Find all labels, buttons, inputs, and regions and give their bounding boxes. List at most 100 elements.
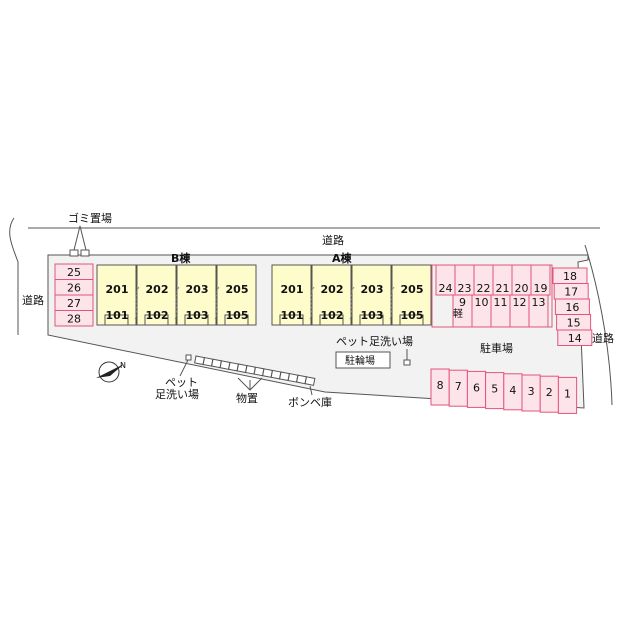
road-right-line [584, 244, 613, 406]
building-a-label: A棟 [332, 251, 353, 265]
parking-number: 28 [67, 312, 81, 325]
stair-line [174, 286, 180, 320]
parking-number: 7 [455, 380, 462, 393]
entrance-mark [319, 314, 344, 325]
unit-number-upper: 202 [146, 283, 169, 296]
storage-unit [262, 368, 273, 378]
pet-wash-left-leader [179, 359, 189, 377]
storage-label: 物置 [236, 391, 258, 405]
parking-number: 22 [477, 282, 491, 295]
kei-label: 軽 [453, 308, 463, 320]
unit-number-lower: 102 [321, 309, 344, 322]
parking-left-group: 25 26 27 28 [54, 263, 94, 327]
storage-unit [236, 363, 248, 374]
storage-unit [304, 376, 316, 386]
parking-space [528, 294, 549, 328]
unit-number-upper: 205 [226, 283, 249, 296]
storage-unit [211, 358, 222, 369]
entrance-mark [359, 314, 384, 325]
stair-line [349, 286, 355, 320]
stair-line [389, 286, 395, 320]
entrance-mark [184, 314, 209, 325]
storage-unit [245, 365, 256, 375]
storage-unit [270, 369, 282, 380]
north-arrow-icon: N [96, 361, 126, 383]
storage-unit [228, 361, 239, 372]
unit-number-upper: 201 [281, 283, 304, 296]
road-label-left: 道路 [22, 293, 44, 307]
parking-label: 駐車場 [480, 341, 513, 355]
garbage-label: ゴミ置場 [68, 211, 112, 225]
garbage-leader [73, 225, 87, 251]
bicycle-label: 駐輪場 [345, 354, 375, 367]
parking-number: 1 [564, 387, 571, 400]
unit-number-lower: 103 [361, 309, 384, 322]
parking-number: 11 [494, 296, 508, 309]
parking-number: 20 [515, 282, 529, 295]
garbage-box-2 [80, 249, 90, 257]
parking-number: 21 [496, 282, 510, 295]
parking-number: 27 [67, 297, 81, 310]
parking-space [557, 376, 578, 414]
gas-label: ボンベ庫 [288, 395, 332, 409]
pet-wash-right-marker [403, 359, 411, 366]
parking-number: 5 [491, 383, 498, 396]
parking-grid-group: 24 23 22 21 20 19 9 10 11 12 13 [431, 264, 553, 328]
parking-number: 19 [534, 282, 548, 295]
unit-number-lower: 103 [186, 309, 209, 322]
building-b-label: B棟 [171, 251, 191, 265]
parking-number: 16 [565, 301, 579, 314]
unit-number-upper: 201 [106, 283, 129, 296]
parking-number: 9 [459, 296, 466, 309]
parking-number: 25 [67, 266, 81, 279]
garbage-box-1 [69, 249, 79, 257]
bicycle-parking [335, 351, 391, 369]
entrance-mark [279, 314, 304, 325]
entrance-mark [104, 314, 129, 325]
unit-number-lower: 101 [106, 309, 129, 322]
parking-number: 8 [437, 379, 444, 392]
storage-unit [287, 373, 299, 383]
parking-number: 3 [528, 385, 535, 398]
pet-wash-left-marker [185, 354, 192, 361]
road-label-right: 道路 [592, 331, 614, 345]
road-left-curve [9, 217, 19, 335]
pet-wash-left-label-2: 足洗い場 [155, 388, 199, 401]
pet-wash-right-label: ペット足洗い場 [336, 335, 413, 348]
stair-line [134, 286, 140, 320]
unit-number-lower: 105 [401, 309, 424, 322]
parking-space [557, 329, 593, 346]
parking-space [54, 310, 94, 327]
entrance-mark [144, 314, 169, 325]
unit-number-lower: 101 [281, 309, 304, 322]
storage-unit [253, 366, 265, 377]
parking-number: 15 [567, 316, 581, 329]
storage-leader [237, 377, 263, 391]
parking-number: 24 [439, 282, 453, 295]
unit-number-lower: 105 [226, 309, 249, 322]
parking-number: 26 [67, 281, 81, 294]
parking-number: 10 [475, 296, 489, 309]
svg-text:N: N [120, 361, 126, 370]
storage-unit [296, 374, 307, 385]
parking-number: 17 [564, 285, 578, 298]
stair-line [309, 286, 315, 320]
unit-number-upper: 202 [321, 283, 344, 296]
parking-number: 12 [513, 296, 527, 309]
storage-unit [202, 357, 214, 367]
parking-number: 2 [546, 386, 553, 399]
parking-number: 23 [458, 282, 472, 295]
parking-number: 6 [473, 381, 480, 394]
parking-number: 14 [568, 332, 582, 345]
gas-leader [309, 385, 313, 396]
storage-unit [219, 360, 231, 370]
pet-wash-left-label-1: ペット [165, 376, 198, 389]
parking-number: 13 [532, 296, 546, 309]
unit-number-upper: 203 [186, 283, 209, 296]
storage-unit [279, 371, 290, 382]
